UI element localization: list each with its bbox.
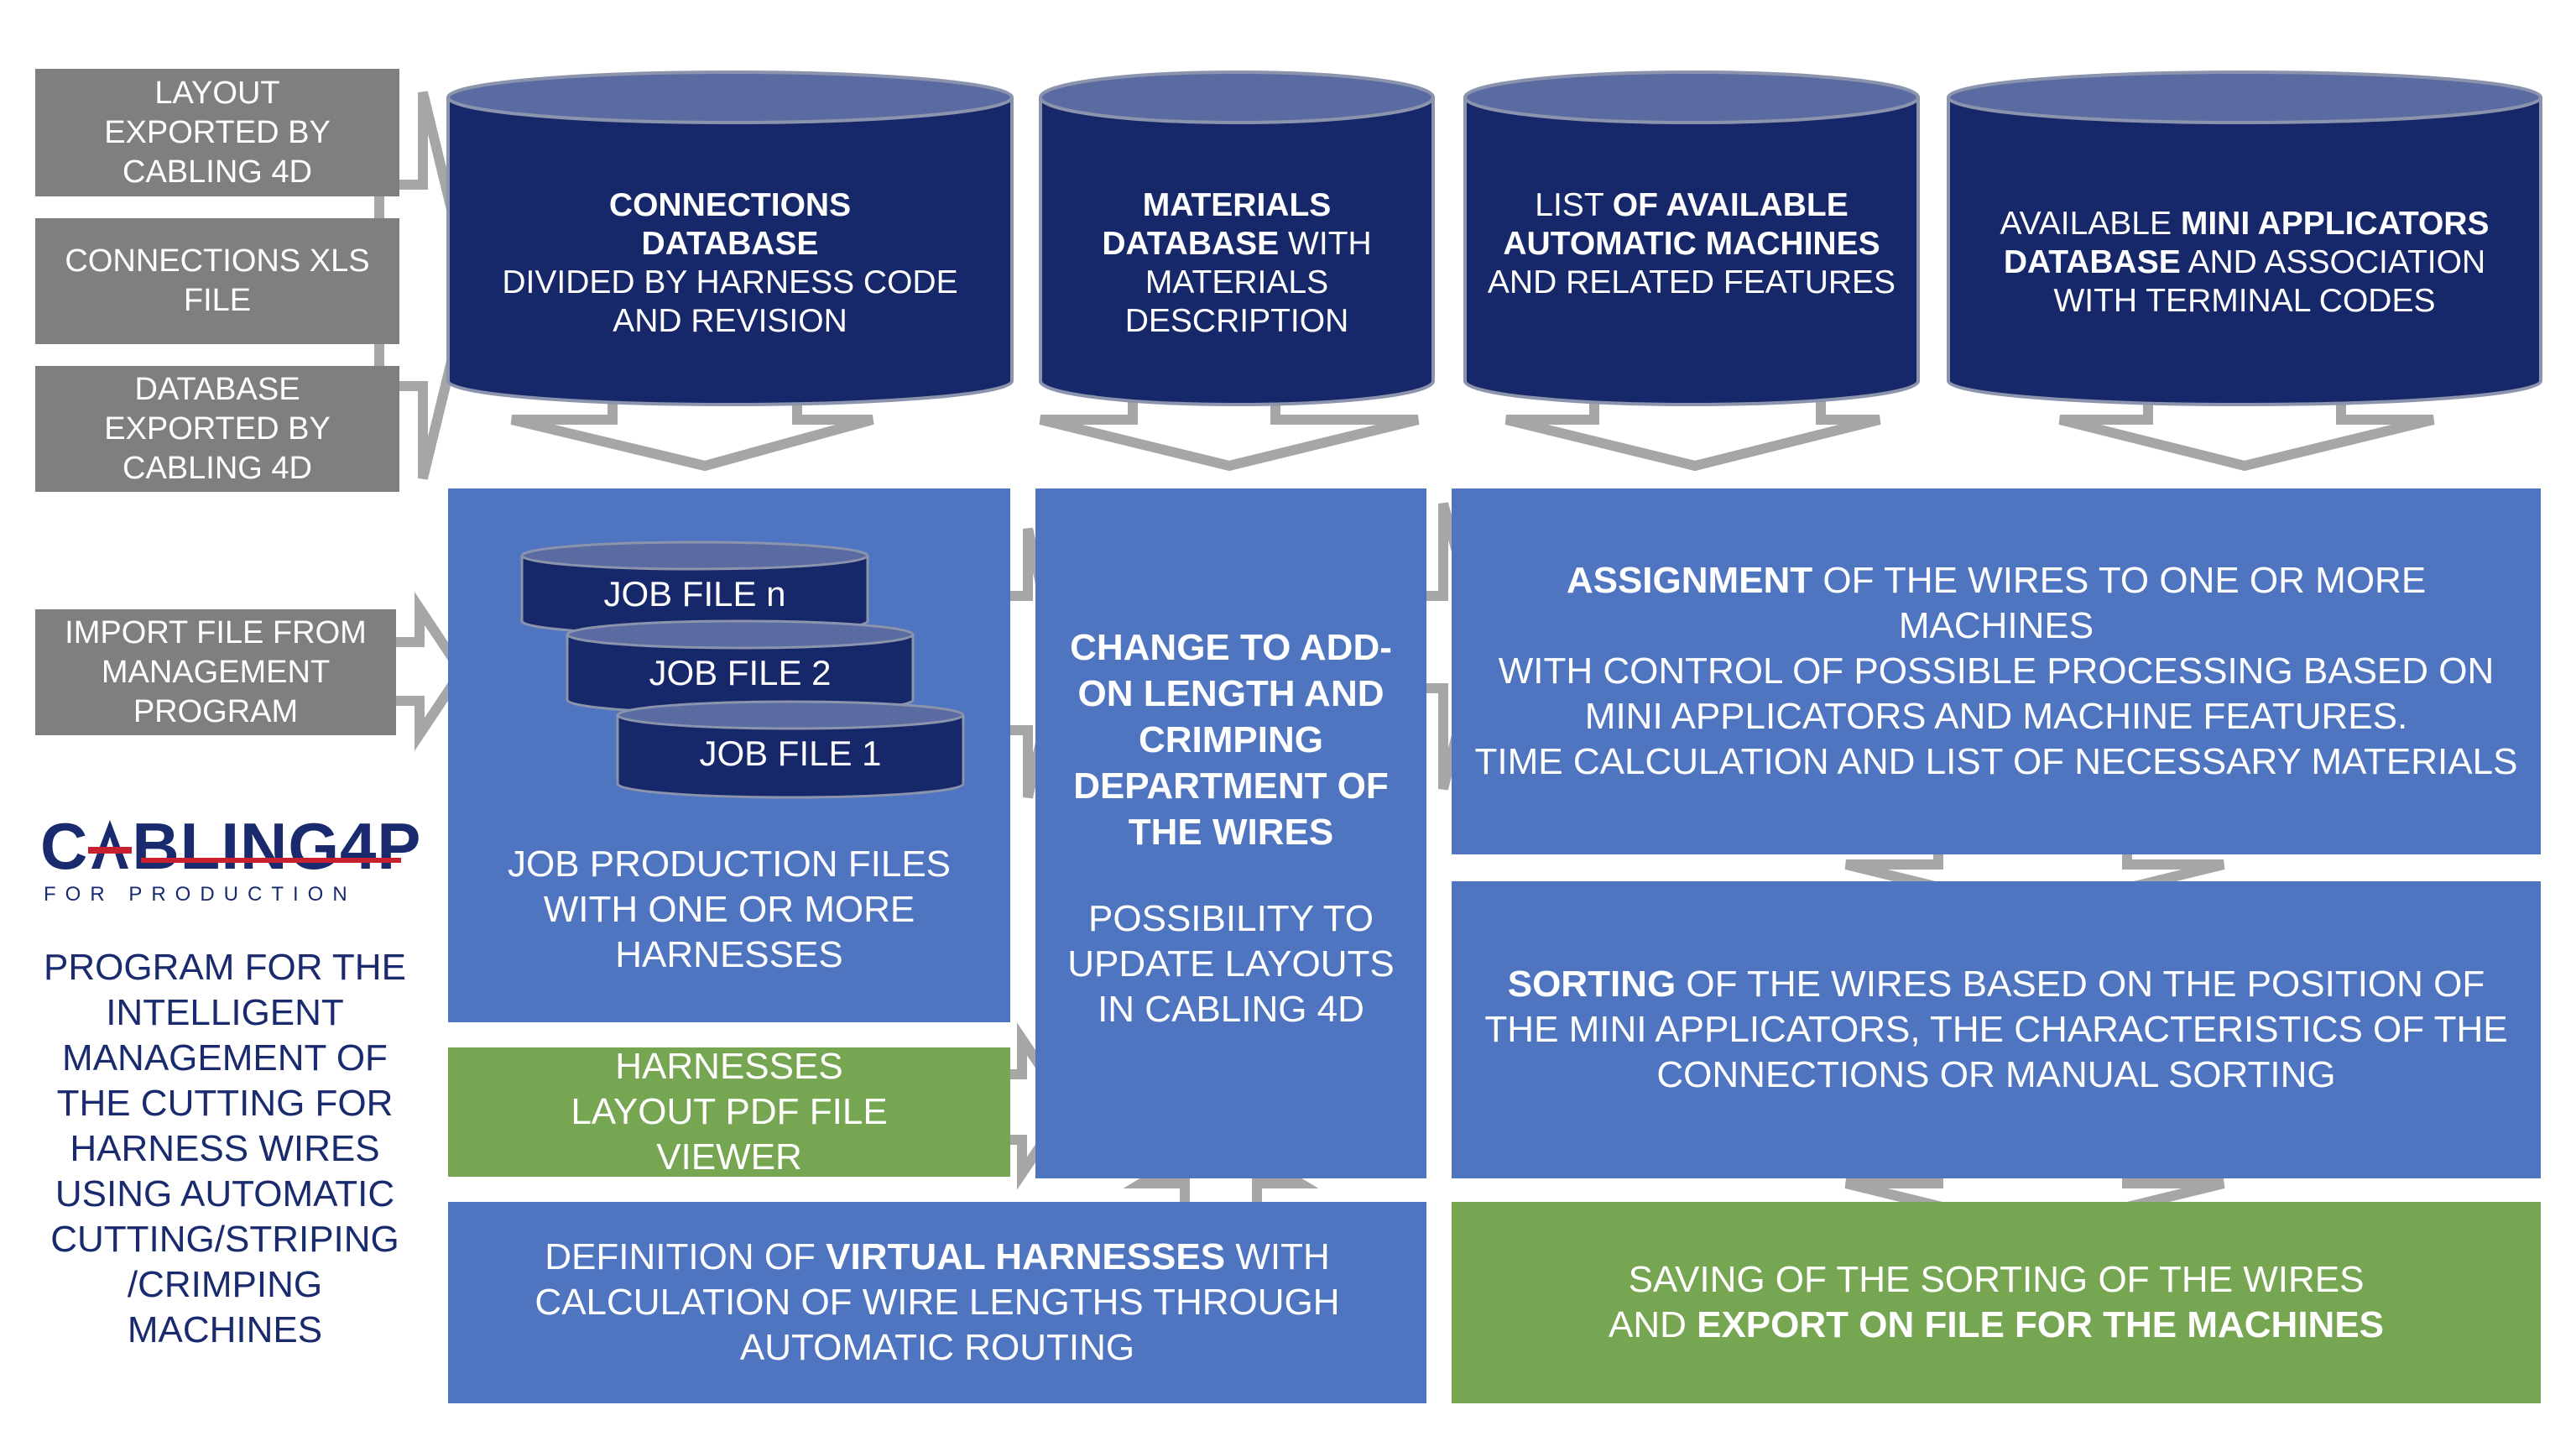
job-file-1-label: JOB FILE 1 [699,734,882,773]
import-file-label: IMPORT FILE FROM MANAGEMENT PROGRAM [65,614,367,729]
saving-line1: SAVING OF THE SORTING OF THE WIRES [1628,1259,2365,1300]
machines-list-prefix: LIST [1535,187,1603,223]
logo-letter-c: C [40,809,89,883]
sorting-title: SORTING [1507,964,1676,1005]
connections-database-cylinder [446,71,1014,406]
logo-text-rest: BLING4P [132,809,422,883]
saving-title: EXPORT ON FILE FOR THE MACHINES [1697,1304,2385,1345]
layout-exported-label: LAYOUT EXPORTED BY CABLING 4D [104,75,331,190]
logo-tagline: FOR PRODUCTION [44,883,357,906]
pdf-viewer-box: HARNESSES LAYOUT PDF FILE VIEWER [448,1046,1010,1178]
materials-database-desc: WITH MATERIALS DESCRIPTION [1124,226,1372,339]
sorting-desc: OF THE WIRES BASED ON THE POSITION OF TH… [1484,964,2508,1095]
connections-database-text: CONNECTIONS DATABASE DIVIDED BY HARNESS … [487,186,973,341]
job-files-description: JOB PRODUCTION FILES WITH ONE OR MORE HA… [507,844,952,975]
pdf-viewer-label: HARNESSES LAYOUT PDF FILE VIEWER [571,1046,888,1178]
assignment-box: ASSIGNMENT OF THE WIRES TO ONE OR MORE M… [1452,488,2541,854]
job-file-1-cylinder [616,700,965,799]
applicators-prefix: AVAILABLE [2000,206,2172,242]
saving-box: SAVING OF THE SORTING OF THE WIRES AND E… [1452,1202,2541,1403]
connections-database-title: CONNECTIONS DATABASE [608,187,852,262]
job-file-2-cylinder [566,619,915,715]
logo-a-mark [88,817,133,870]
job-file-n-cylinder [520,541,869,636]
database-exported-label: DATABASE EXPORTED BY CABLING 4D [104,371,331,486]
layout-exported-box: LAYOUT EXPORTED BY CABLING 4D [35,69,399,196]
import-file-box: IMPORT FILE FROM MANAGEMENT PROGRAM [35,609,396,735]
machines-list-text: LIST OF AVAILABLE AUTOMATIC MACHINES AND… [1482,186,1901,302]
materials-database-text: MATERIALS DATABASE WITH MATERIALS DESCRI… [1087,186,1386,341]
applicators-title: MINI APPLICATORS [2180,206,2490,242]
virtual-harnesses-box: DEFINITION OF VIRTUAL HARNESSES WITH CAL… [448,1202,1426,1403]
cabling4p-logo: C BLING4P FOR PRODUCTION [40,809,420,906]
machines-list-title: OF AVAILABLE AUTOMATIC MACHINES [1503,187,1880,262]
database-exported-box: DATABASE EXPORTED BY CABLING 4D [35,366,399,492]
machines-list-desc: AND RELATED FEATURES [1487,264,1896,300]
job-file-n-label: JOB FILE n [603,574,786,614]
machines-list-cylinder [1463,71,1920,406]
connections-database-desc: DIVIDED BY HARNESS CODE AND REVISION [502,264,958,339]
program-description: PROGRAM FOR THE INTELLIGENT MANAGEMENT O… [44,947,406,1350]
connections-xls-label: CONNECTIONS XLS FILE [65,243,370,318]
virtual-title: VIRTUAL HARNESSES [826,1236,1226,1277]
virtual-prefix: DEFINITION OF [545,1236,816,1277]
applicators-desc: AND ASSOCIATION WITH TERMINAL CODES [2053,244,2486,319]
connections-xls-box: CONNECTIONS XLS FILE [35,218,399,344]
applicators-database-cylinder [1947,71,2542,406]
assignment-title: ASSIGNMENT [1566,560,1813,601]
job-file-2-label: JOB FILE 2 [649,653,832,692]
virtual-desc: WITH CALCULATION OF WIRE LENGTHS THROUGH… [534,1236,1340,1368]
materials-database-title: MATERIALS DATABASE [1102,187,1332,262]
change-panel [1035,488,1426,1178]
applicators-database-text: AVAILABLE MINI APPLICATORS DATABASE AND … [1987,205,2502,321]
change-description: POSSIBILITY TO UPDATE LAYOUTS IN CABLING… [1067,898,1395,1030]
applicators-title-2: DATABASE [2003,244,2181,280]
assignment-line3: TIME CALCULATION AND LIST OF NECESSARY M… [1474,741,2518,782]
saving-prefix: AND [1608,1304,1687,1345]
materials-database-cylinder [1039,71,1435,406]
assignment-line2: WITH CONTROL OF POSSIBLE PROCESSING BASE… [1498,650,2495,737]
sorting-box: SORTING OF THE WIRES BASED ON THE POSITI… [1452,881,2541,1178]
assignment-line1: OF THE WIRES TO ONE OR MORE MACHINES [1822,560,2427,646]
logo-underline [141,858,401,863]
change-title: CHANGE TO ADD-ON LENGTH AND CRIMPING DEP… [1070,627,1392,853]
